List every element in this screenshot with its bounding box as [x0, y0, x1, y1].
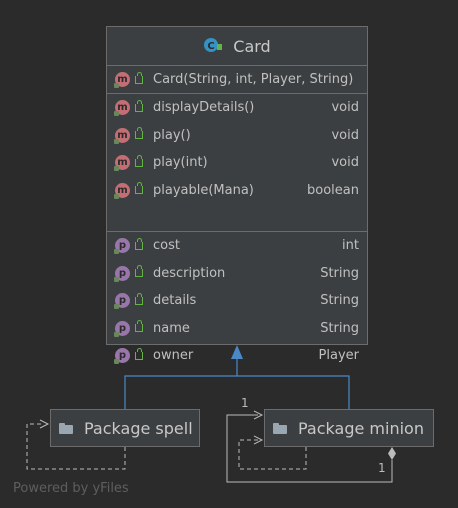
property-type: String — [320, 320, 359, 336]
minion-self-aggregation — [226, 414, 393, 483]
public-lock-icon — [135, 347, 143, 360]
method-icon: m — [114, 100, 130, 117]
minion-dependency-arrow — [253, 435, 264, 445]
spell-self-dependency — [26, 423, 126, 470]
method-row[interactable]: m displayDetails() void — [107, 94, 367, 122]
folder-icon — [273, 422, 287, 434]
public-lock-icon — [135, 182, 143, 195]
method-name: displayDetails() — [153, 100, 255, 116]
class-header: C Card — [107, 27, 367, 66]
property-name: details — [153, 293, 197, 309]
constructor-section: m Card(String, int, Player, String) — [107, 66, 367, 94]
multiplicity-label-top: 1 — [241, 396, 249, 410]
inheritance-edge-minion — [237, 375, 350, 409]
property-name: cost — [153, 238, 180, 254]
aggregation-diamond — [388, 447, 396, 460]
method-icon: m — [114, 127, 130, 144]
method-row[interactable]: m playable(Mana) boolean — [107, 177, 367, 205]
method-return-type: void — [331, 127, 359, 143]
property-row[interactable]: p owner Player — [107, 342, 367, 370]
property-name: description — [153, 265, 226, 281]
package-spell-label: Package spell — [84, 418, 193, 438]
constructor-row[interactable]: m Card(String, int, Player, String) — [107, 66, 367, 93]
property-row[interactable]: p cost int — [107, 232, 367, 260]
package-spell-node[interactable]: Package spell — [50, 409, 200, 447]
property-row[interactable]: p details String — [107, 287, 367, 315]
public-lock-icon — [135, 265, 143, 278]
public-lock-icon — [135, 292, 143, 305]
property-type: Player — [318, 348, 359, 364]
multiplicity-label-bottom: 1 — [378, 461, 386, 475]
property-icon: p — [114, 348, 130, 365]
public-lock-icon — [135, 237, 143, 250]
svg-text:C: C — [208, 41, 215, 52]
inheritance-arrowhead — [231, 345, 243, 359]
property-icon: p — [114, 238, 130, 255]
property-type: String — [320, 265, 359, 281]
class-icon: C — [204, 38, 223, 52]
method-icon: m — [114, 155, 130, 172]
inheritance-edge-spell — [124, 358, 238, 409]
method-return-type: void — [331, 100, 359, 116]
method-return-type: void — [331, 155, 359, 171]
class-card[interactable]: C Card m Card(String, int, Player, Strin… — [106, 26, 368, 365]
method-return-type: boolean — [307, 182, 359, 198]
minion-aggregation-arrow — [253, 410, 264, 420]
property-name: name — [153, 320, 190, 336]
property-name: owner — [153, 348, 194, 364]
public-lock-icon — [135, 154, 143, 167]
method-name: playable(Mana) — [153, 182, 254, 198]
package-minion-label: Package minion — [298, 418, 424, 438]
property-type: String — [320, 293, 359, 309]
method-row[interactable]: m play() void — [107, 122, 367, 150]
public-lock-icon — [135, 71, 143, 84]
method-icon: m — [114, 72, 130, 88]
property-row[interactable]: p description String — [107, 260, 367, 288]
property-icon: p — [114, 265, 130, 282]
property-icon: p — [114, 320, 130, 337]
spell-dependency-arrow — [39, 419, 50, 429]
package-minion-node[interactable]: Package minion — [264, 409, 434, 447]
folder-icon — [59, 422, 73, 434]
method-name: play() — [153, 127, 191, 143]
minion-self-dependency — [238, 439, 307, 470]
properties-section: p cost int p description String p detail… — [107, 232, 367, 365]
method-row[interactable]: m play(int) void — [107, 149, 367, 177]
property-row[interactable]: p name String — [107, 315, 367, 343]
watermark: Powered by yFiles — [13, 481, 129, 496]
method-name: play(int) — [153, 155, 208, 171]
methods-section: m displayDetails() void m play() void m … — [107, 94, 367, 232]
method-icon: m — [114, 182, 130, 199]
class-title: Card — [233, 36, 271, 56]
public-lock-icon — [135, 320, 143, 333]
property-type: int — [342, 238, 359, 254]
public-lock-icon — [135, 99, 143, 112]
constructor-name: Card(String, int, Player, String) — [153, 72, 354, 87]
public-lock-icon — [135, 127, 143, 140]
property-icon: p — [114, 293, 130, 310]
